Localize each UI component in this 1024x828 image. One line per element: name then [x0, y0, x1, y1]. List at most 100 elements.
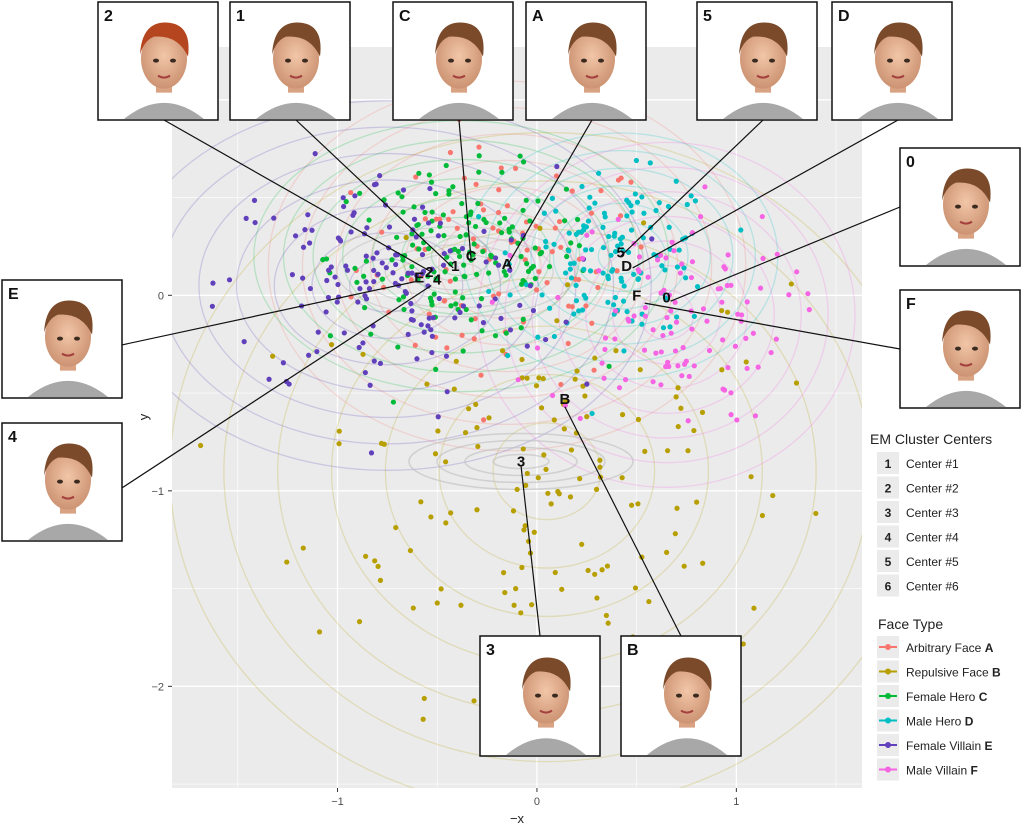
point-D [639, 194, 645, 200]
point-A [472, 316, 478, 322]
point-B [561, 426, 567, 432]
legend-type-key: A [985, 641, 994, 655]
point-D [610, 267, 616, 273]
point-F [642, 305, 648, 311]
point-C [525, 268, 532, 274]
point-E [289, 272, 295, 278]
point-E [371, 182, 378, 188]
thumbnail-label: 3 [486, 642, 495, 659]
point-C [538, 249, 545, 255]
point-B [432, 451, 439, 457]
point-B [522, 523, 528, 529]
point-E [266, 376, 272, 382]
point-A [426, 311, 432, 317]
point-A [589, 320, 595, 326]
point-B [579, 541, 585, 547]
head-shape [45, 449, 91, 510]
point-F [622, 377, 629, 383]
point-B [673, 394, 679, 400]
point-B [336, 441, 342, 447]
point-D [624, 213, 630, 219]
point-B [694, 499, 700, 505]
point-D [606, 233, 612, 240]
point-F [739, 312, 745, 318]
point-C [455, 248, 461, 254]
point-E [374, 250, 380, 256]
legend-type-label: Repulsive Face B [906, 666, 1001, 680]
point-A [422, 216, 428, 222]
point-F [584, 232, 590, 238]
point-B [421, 695, 427, 702]
point-F [589, 229, 595, 235]
face-render-icon [506, 657, 586, 755]
point-E [429, 333, 435, 339]
point-D [543, 244, 549, 250]
point-B [435, 428, 441, 434]
point-E [300, 244, 307, 250]
face-render-icon [28, 443, 108, 540]
point-B [519, 564, 525, 571]
point-C [459, 200, 465, 207]
thumbnail-C: C [392, 1, 514, 121]
point-E [481, 228, 487, 234]
point-C [401, 306, 407, 313]
point-C [448, 261, 454, 267]
point-E [305, 212, 311, 218]
thumbnail-label: F [906, 296, 916, 313]
point-B [458, 602, 464, 608]
thumbnail-label: 5 [703, 8, 712, 25]
point-D [571, 311, 577, 317]
point-A [473, 181, 479, 187]
point-B [619, 475, 625, 481]
point-C [532, 275, 538, 282]
point-E [425, 323, 431, 329]
point-A [498, 165, 504, 171]
face-render-icon [858, 22, 938, 119]
point-E [410, 317, 416, 323]
center-label-F: F [632, 287, 641, 304]
eye-shape [465, 58, 471, 63]
point-B [525, 538, 532, 544]
point-D [576, 308, 582, 314]
mouth-shape [891, 74, 905, 79]
hair-shape [942, 310, 991, 345]
legend-type-label: Female Hero C [906, 690, 988, 704]
point-B [793, 380, 800, 386]
point-B [410, 605, 416, 611]
point-C [471, 241, 477, 247]
point-E [226, 277, 233, 283]
point-E [314, 348, 320, 355]
point-D [589, 410, 595, 417]
center-label-B: B [559, 391, 570, 408]
point-D [639, 321, 645, 327]
legend-type-key: B [992, 666, 1001, 680]
point-D [683, 275, 689, 281]
point-B [552, 569, 558, 576]
point-F [673, 319, 680, 325]
point-E [307, 285, 313, 292]
legend-center-key: 3 [885, 506, 892, 520]
point-B [510, 508, 517, 514]
point-B [538, 405, 545, 411]
point-C [444, 254, 450, 260]
legend-center-label: Center #5 [906, 555, 959, 569]
point-D [486, 288, 492, 295]
point-F [697, 214, 704, 220]
point-D [621, 283, 627, 289]
point-A [556, 218, 563, 225]
point-C [433, 191, 439, 197]
point-E [370, 255, 376, 261]
point-B [759, 512, 766, 519]
mouth-shape [585, 74, 599, 79]
point-D [571, 260, 577, 266]
point-B [681, 563, 687, 569]
eye-shape [74, 336, 80, 341]
contour-F [558, 215, 775, 415]
point-F [668, 330, 674, 336]
point-E [495, 262, 502, 268]
point-F [602, 335, 609, 341]
contour-E [172, 100, 652, 471]
point-E [402, 289, 408, 295]
